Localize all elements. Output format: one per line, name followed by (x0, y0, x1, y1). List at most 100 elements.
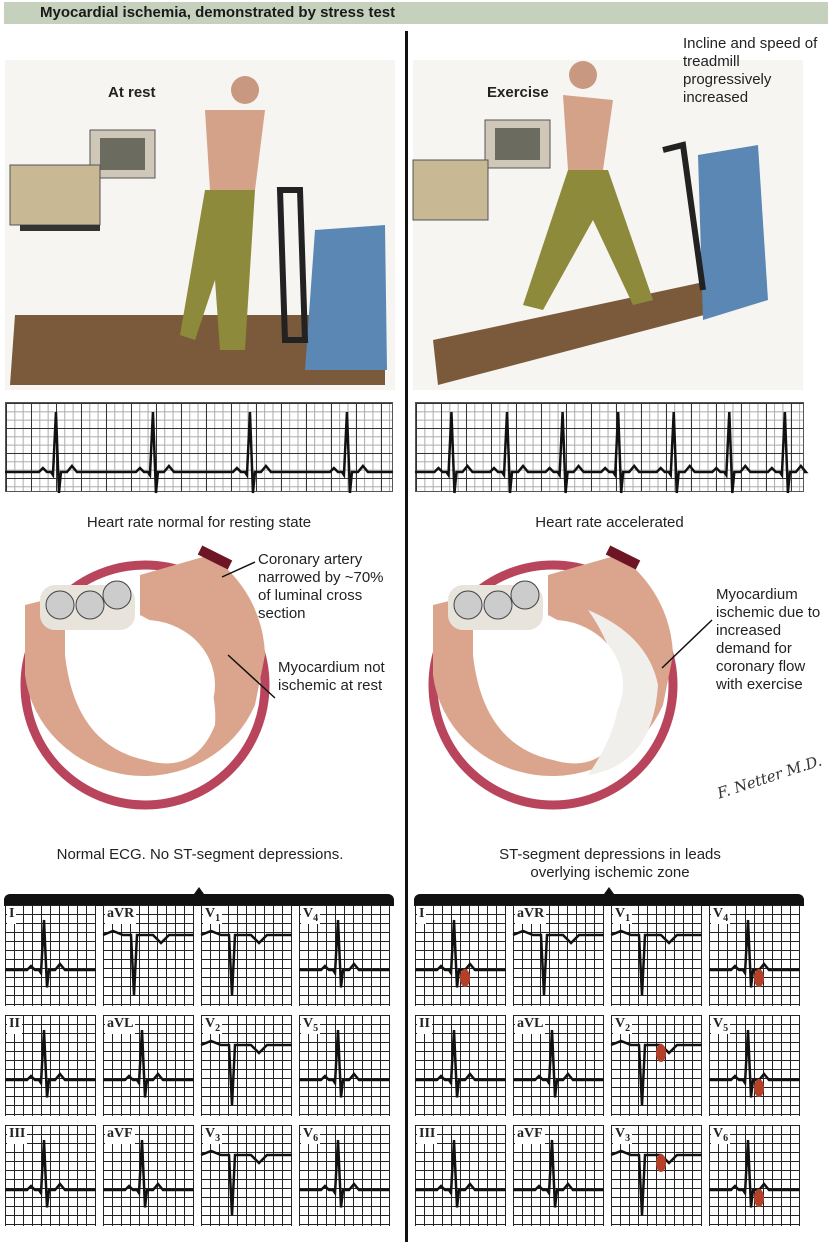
ecg-trace (415, 411, 809, 494)
lead-name: V (615, 906, 626, 921)
lead-trace (103, 1029, 194, 1098)
lead-trace (415, 1139, 506, 1208)
lead-trace (610, 1039, 702, 1106)
lead-panel-avl: aVL (513, 1015, 604, 1116)
lead-subscript: 3 (625, 1132, 631, 1144)
lead-name: aVL (517, 1016, 544, 1031)
lead-name: aVL (107, 1016, 134, 1031)
annotation-coronary-artery: Coronary artery narrowed by ~70% of lumi… (258, 551, 384, 622)
lead-panel-iii: III (5, 1125, 96, 1226)
lead-trace (5, 1029, 96, 1098)
lead-panel-v2: V2 (610, 1015, 702, 1116)
lead-trace (415, 919, 506, 988)
lead-label: V3 (613, 1126, 633, 1144)
treadmill-exercise-illustration (412, 60, 803, 390)
lead-panel-v6: V6 (709, 1125, 800, 1226)
rhythm-trace-rest (5, 411, 393, 494)
lead-name: V (713, 1126, 724, 1141)
lead-subscript: 3 (215, 1132, 221, 1144)
lead-name: III (419, 1126, 436, 1141)
lead-panel-v5: V5 (709, 1015, 800, 1116)
annotation-ischemic: Myocardium ischemic due to increased dem… (716, 586, 821, 693)
lead-label: V3 (203, 1126, 223, 1144)
treadmill-rest-illustration (5, 60, 395, 390)
rhythm-strip-exercise (415, 402, 804, 492)
lead-trace (513, 1139, 604, 1208)
lead-trace (709, 1139, 800, 1208)
lead-subscript: 4 (313, 912, 319, 924)
lead-trace (512, 929, 604, 996)
st-depression-highlight (754, 1079, 764, 1097)
lead-label: III (417, 1126, 438, 1144)
lead-subscript: 1 (215, 912, 221, 924)
lead-panel-i: I (5, 905, 96, 1006)
heart-cross-section-exercise (428, 545, 678, 810)
lead-trace (299, 1139, 390, 1208)
lead-label: aVL (515, 1016, 546, 1034)
lead-label: II (417, 1016, 432, 1034)
lead-panel-v3: V3 (200, 1125, 292, 1226)
lead-panel-v1: V1 (610, 905, 702, 1006)
lead-subscript: 1 (625, 912, 631, 924)
lead-name: V (205, 1016, 216, 1031)
lead-label: V1 (613, 906, 633, 924)
lead-subscript: 2 (625, 1022, 631, 1034)
lead-panel-avl: aVL (103, 1015, 194, 1116)
lead-trace (103, 1139, 194, 1208)
lead-panel-ii: II (5, 1015, 96, 1116)
st-depression-highlight (656, 1154, 666, 1172)
st-depression-highlight (754, 969, 764, 987)
lead-subscript: 2 (215, 1022, 221, 1034)
lead-name: aVR (107, 906, 135, 921)
lead-trace (513, 1029, 604, 1098)
lead-subscript: 5 (723, 1022, 729, 1034)
lead-panel-v3: V3 (610, 1125, 702, 1226)
lead-name: V (713, 1016, 724, 1031)
lead-label: V5 (711, 1016, 731, 1034)
lead-label: aVR (515, 906, 547, 924)
lead-name: V (615, 1126, 626, 1141)
bracket-exercise (414, 887, 804, 906)
lead-panel-v5: V5 (299, 1015, 390, 1116)
lead-trace (5, 919, 96, 988)
lead-trace (5, 1139, 96, 1208)
lead-name: V (615, 1016, 626, 1031)
lead-trace (200, 929, 292, 996)
lead-panel-avf: aVF (103, 1125, 194, 1226)
lead-panel-avr: aVR (102, 905, 194, 1006)
lead-panel-v2: V2 (200, 1015, 292, 1116)
heart-cross-section-rest (20, 545, 270, 810)
lead-label: aVL (105, 1016, 136, 1034)
lead-panel-avr: aVR (512, 905, 604, 1006)
lead-label: aVF (105, 1126, 135, 1144)
lead-trace (200, 1149, 292, 1216)
lead-label: aVR (105, 906, 137, 924)
treadmill-note: Incline and speed of treadmill progressi… (683, 35, 818, 106)
lead-name: V (205, 1126, 216, 1141)
ecg-caption-rest: Normal ECG. No ST-segment depressions. (56, 846, 344, 863)
figure-title: Myocardial ischemia, demonstrated by str… (4, 2, 828, 24)
lead-panel-v6: V6 (299, 1125, 390, 1226)
lead-name: II (419, 1016, 430, 1031)
lead-name: II (9, 1016, 20, 1031)
rhythm-caption-rest: Heart rate normal for resting state (86, 514, 312, 531)
lead-name: V (303, 1126, 314, 1141)
lead-name: I (419, 906, 425, 921)
bracket-rest (4, 887, 394, 906)
panel-divider (405, 31, 408, 1242)
lead-subscript: 6 (313, 1132, 319, 1144)
lead-panel-v4: V4 (299, 905, 390, 1006)
lead-panel-v1: V1 (200, 905, 292, 1006)
lead-panel-iii: III (415, 1125, 506, 1226)
lead-trace (415, 1029, 506, 1098)
lead-label: V5 (301, 1016, 321, 1034)
lead-panel-ii: II (415, 1015, 506, 1116)
lead-label: III (7, 1126, 28, 1144)
lead-name: aVF (517, 1126, 543, 1141)
lead-trace (610, 929, 702, 996)
lead-panel-v4: V4 (709, 905, 800, 1006)
lead-label: V1 (203, 906, 223, 924)
lead-name: V (303, 1016, 314, 1031)
lead-label: II (7, 1016, 22, 1034)
